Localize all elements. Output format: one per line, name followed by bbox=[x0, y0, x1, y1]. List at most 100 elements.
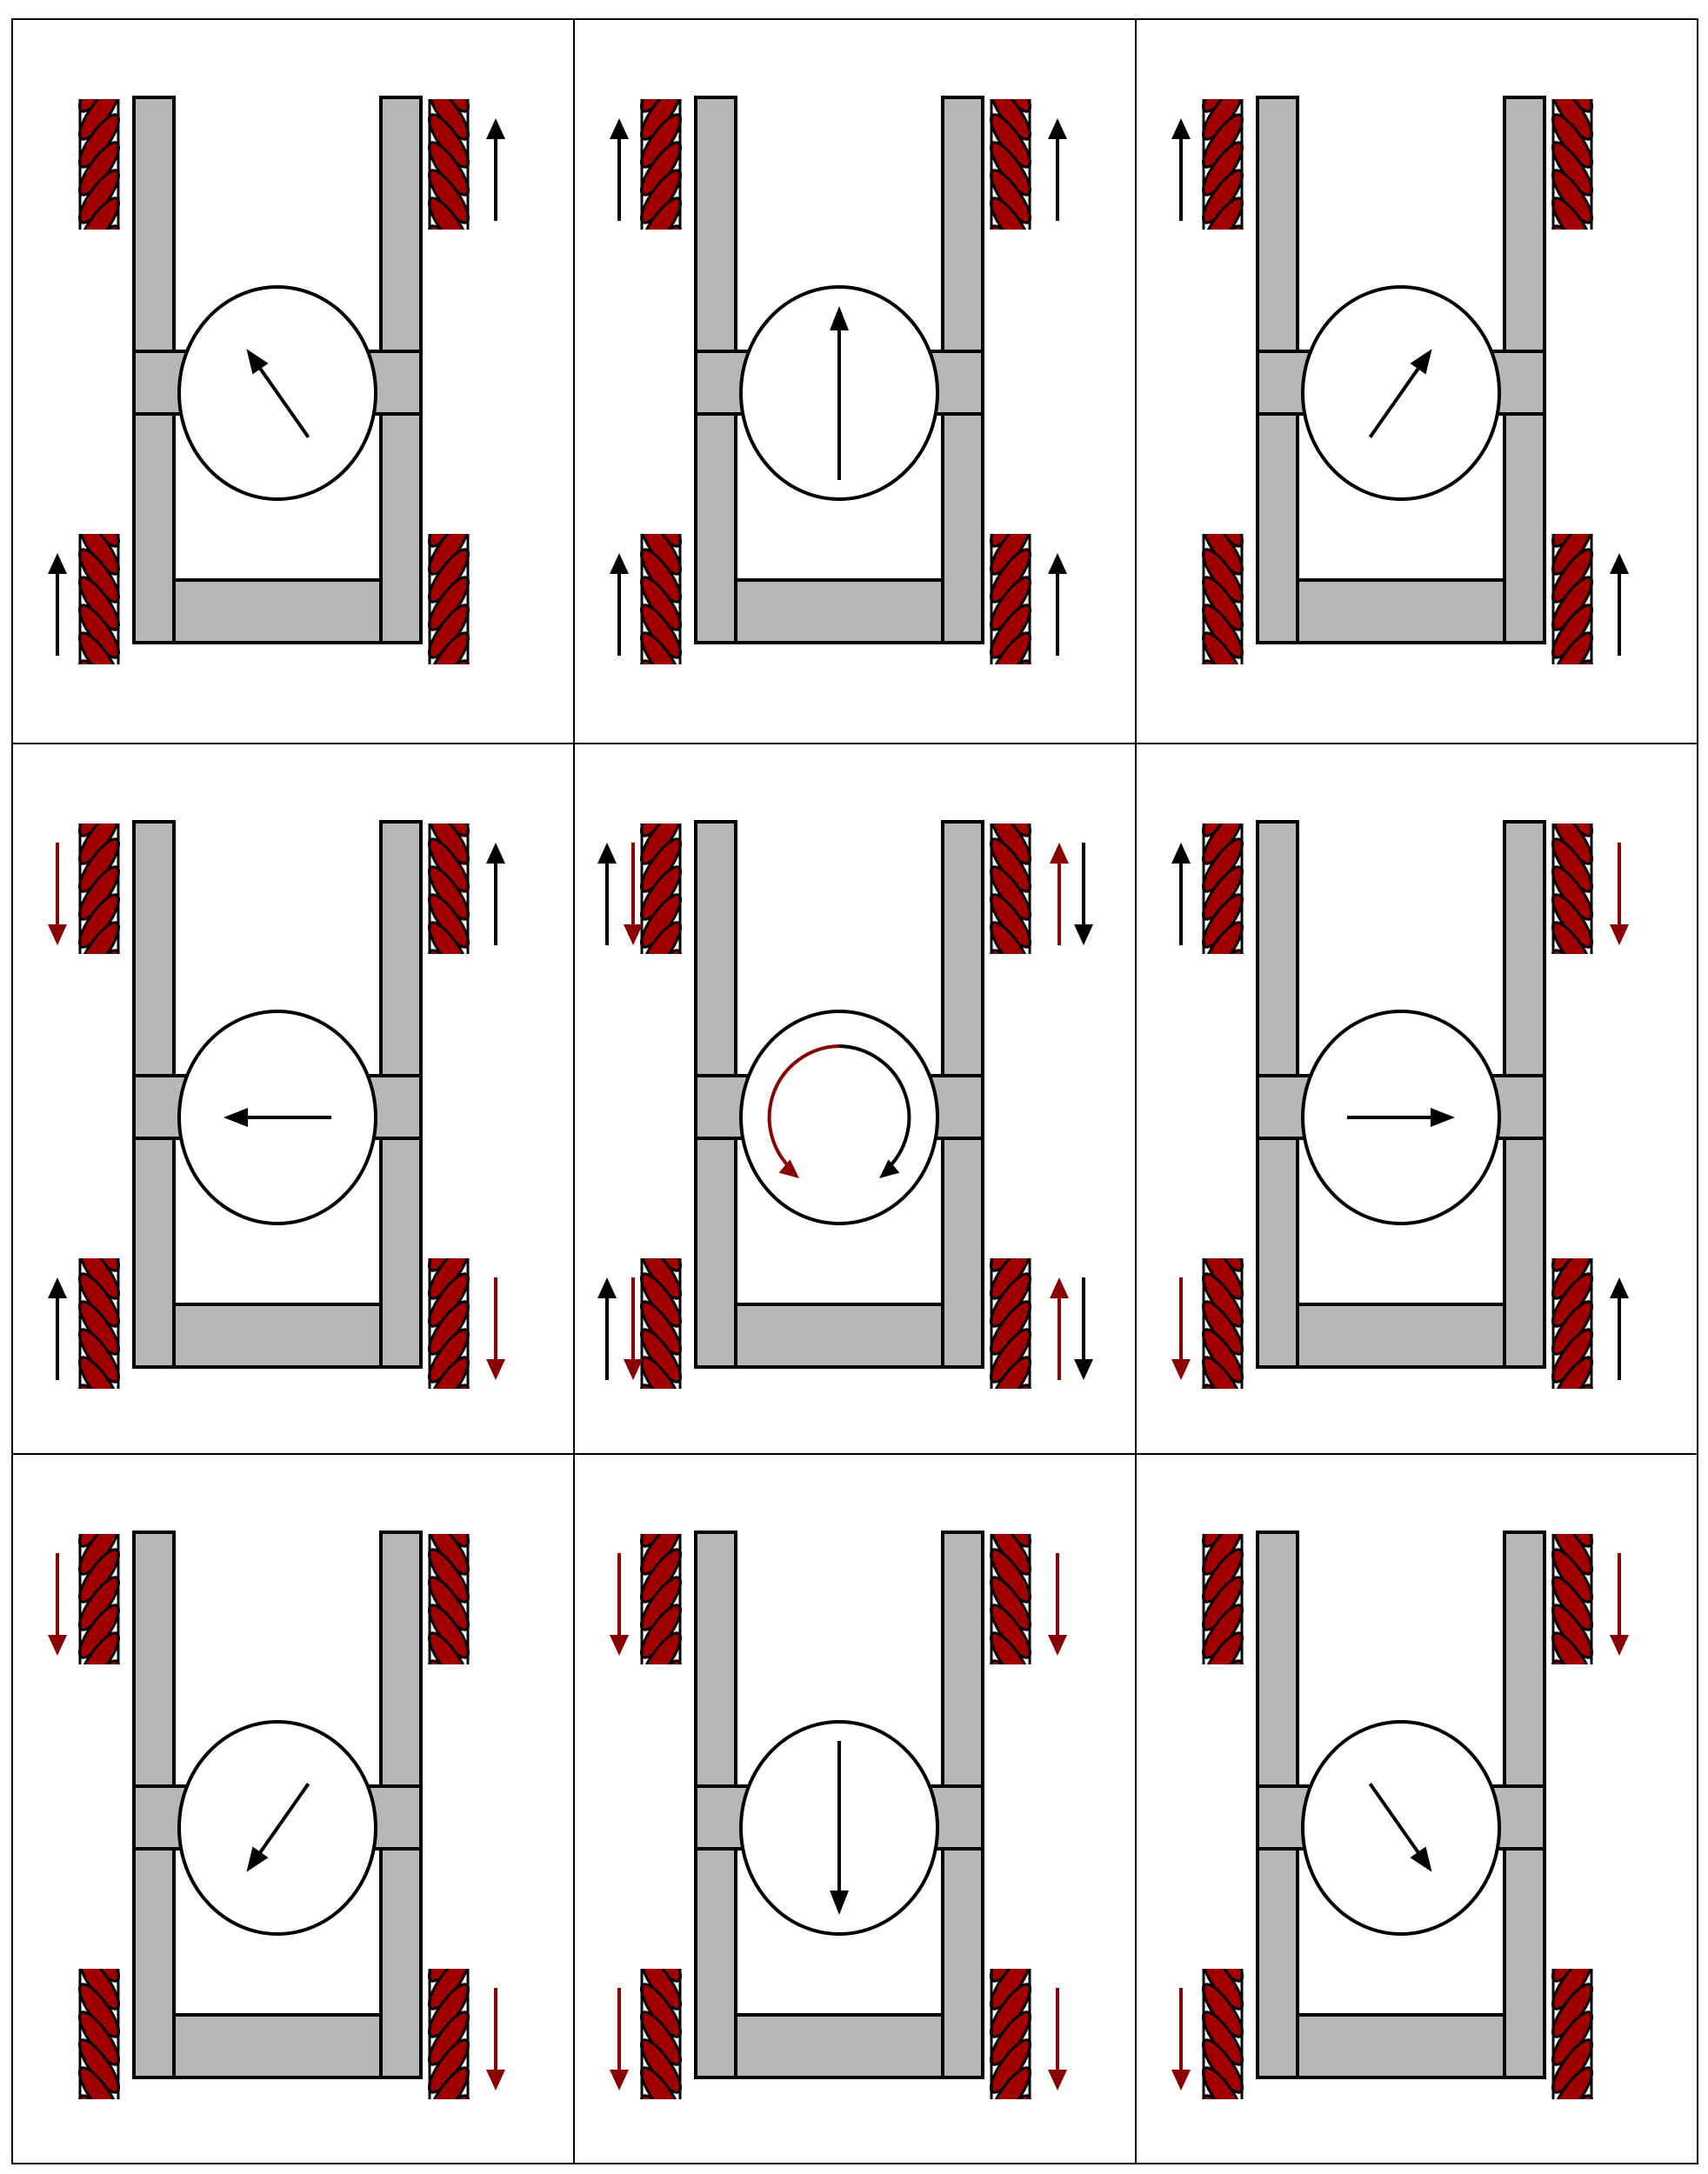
wheel-rollers bbox=[1551, 534, 1593, 664]
direction-arrow-icon bbox=[1368, 349, 1432, 438]
grid-lines bbox=[11, 18, 1698, 2164]
wheel-roller bbox=[1202, 659, 1244, 664]
wheel-roller bbox=[1551, 2094, 1593, 2099]
wheel-roller bbox=[73, 1461, 124, 1524]
mecanum-wheel-icon bbox=[635, 26, 686, 230]
arrowhead bbox=[624, 1359, 643, 1380]
wheel-roller bbox=[73, 1408, 124, 1470]
cell-fwd-right bbox=[1171, 96, 1629, 746]
mecanum-wheel-icon bbox=[990, 99, 1031, 230]
wheel-rollers bbox=[635, 1461, 686, 1746]
wheel-backward-arrow-icon bbox=[486, 1277, 505, 1380]
wheel-backward-arrow-icon bbox=[1171, 1988, 1191, 2091]
wheel-roller bbox=[1546, 1711, 1598, 1774]
mecanum-wheel-icon bbox=[423, 99, 474, 339]
wheel-roller bbox=[984, 2118, 1036, 2174]
direction-arrow-icon bbox=[224, 1108, 331, 1127]
arrow-shaft bbox=[1368, 1783, 1424, 1859]
wheel-roller bbox=[1551, 949, 1593, 954]
wheel-roller bbox=[73, 26, 124, 89]
wheel-roller bbox=[423, 750, 474, 813]
arrowhead bbox=[246, 349, 269, 375]
mecanum-wheel-icon bbox=[635, 1896, 686, 2099]
wheel-forward-arrow-icon bbox=[1050, 843, 1069, 945]
wheel-roller bbox=[990, 224, 1031, 230]
wheel-backward-arrow-icon bbox=[624, 843, 643, 945]
arrowhead bbox=[1050, 843, 1069, 864]
wheel-backward-arrow-icon bbox=[1048, 1988, 1067, 2091]
wheel-roller bbox=[423, 461, 474, 523]
wheel-roller bbox=[1546, 1185, 1598, 1248]
arrowhead bbox=[1610, 553, 1629, 574]
wheel-forward-arrow-icon bbox=[48, 1277, 67, 1380]
wheel-forward-arrow-icon bbox=[597, 1277, 617, 1380]
mecanum-wheel-icon bbox=[423, 750, 474, 954]
wheel-roller bbox=[428, 1384, 470, 1389]
mecanum-wheel-icon bbox=[640, 534, 682, 664]
wheel-rollers bbox=[428, 1258, 470, 1389]
wheel-roller bbox=[984, 1436, 1036, 1498]
mecanum-wheel-icon bbox=[78, 534, 120, 664]
wheel-roller bbox=[423, 1461, 474, 1524]
wheel-roller bbox=[1197, 2118, 1248, 2174]
wheel-roller bbox=[984, 1684, 1036, 1746]
mecanum-wheel-icon bbox=[984, 824, 1036, 1064]
wheel-roller bbox=[73, 249, 124, 311]
rotation-arc-ccw bbox=[767, 1044, 840, 1173]
wheel-roller bbox=[73, 1711, 124, 1774]
wheel-roller bbox=[1197, 684, 1248, 746]
wheel-roller bbox=[1202, 1659, 1244, 1664]
arrowhead bbox=[624, 924, 643, 945]
arrowhead bbox=[1048, 2070, 1067, 2091]
wheel-roller bbox=[1546, 1001, 1598, 1064]
wheel-roller bbox=[990, 1384, 1031, 1389]
wheel-roller bbox=[635, 1684, 686, 1746]
wheel-roller bbox=[1546, 973, 1598, 1036]
chassis-rear-bar bbox=[132, 578, 423, 644]
cell-left bbox=[48, 750, 505, 1498]
wheel-roller bbox=[1202, 949, 1244, 954]
grid-border bbox=[11, 18, 1698, 2164]
cell-right bbox=[1171, 820, 1629, 1389]
wheel-roller bbox=[635, 26, 686, 89]
mecanum-wheel-icon bbox=[990, 534, 1031, 664]
wheel-backward-arrow-icon bbox=[1074, 843, 1093, 945]
wheel-roller bbox=[1197, 277, 1248, 339]
wheel-roller bbox=[1546, 1461, 1598, 1524]
cell-forward bbox=[610, 26, 1067, 664]
chassis-rear-bar bbox=[1256, 2013, 1546, 2079]
wheel-roller bbox=[1197, 1185, 1248, 1248]
wheel-roller bbox=[73, 1896, 124, 1958]
wheel-roller bbox=[635, 1896, 686, 1958]
mecanum-wheel-icon bbox=[423, 1461, 474, 1664]
mecanum-wheel-icon bbox=[78, 824, 120, 954]
mecanum-wheel-icon bbox=[1197, 461, 1248, 746]
wheel-roller bbox=[635, 1461, 686, 1524]
wheel-roller bbox=[1546, 2146, 1598, 2174]
wheel-roller bbox=[73, 1436, 124, 1498]
wheel-roller bbox=[428, 1659, 470, 1664]
cell-fwd-left bbox=[48, 26, 505, 664]
wheel-forward-arrow-icon bbox=[1171, 118, 1191, 221]
wheel-rollers bbox=[428, 1969, 470, 2099]
wheel-backward-arrow-icon bbox=[610, 1988, 629, 2091]
wheel-roller bbox=[1202, 224, 1244, 230]
wheel-roller bbox=[635, 750, 686, 813]
wheel-forward-arrow-icon bbox=[610, 553, 629, 656]
wheel-roller bbox=[984, 1001, 1036, 1064]
wheel-roller bbox=[984, 1461, 1036, 1524]
wheel-rollers bbox=[73, 1461, 124, 1774]
wheel-roller bbox=[73, 1684, 124, 1746]
cell-back-right bbox=[1171, 1461, 1629, 2174]
cells-layer bbox=[48, 26, 1629, 2174]
wheel-roller bbox=[1197, 249, 1248, 311]
wheel-roller bbox=[635, 1001, 686, 1064]
arrowhead bbox=[48, 924, 67, 945]
wheel-roller bbox=[423, 277, 474, 339]
wheel-roller bbox=[1197, 1461, 1248, 1524]
wheel-roller bbox=[1197, 461, 1248, 523]
wheel-roller bbox=[1202, 1384, 1244, 1389]
arrowhead bbox=[1048, 118, 1067, 139]
mecanum-wheel-icon bbox=[1551, 534, 1593, 664]
